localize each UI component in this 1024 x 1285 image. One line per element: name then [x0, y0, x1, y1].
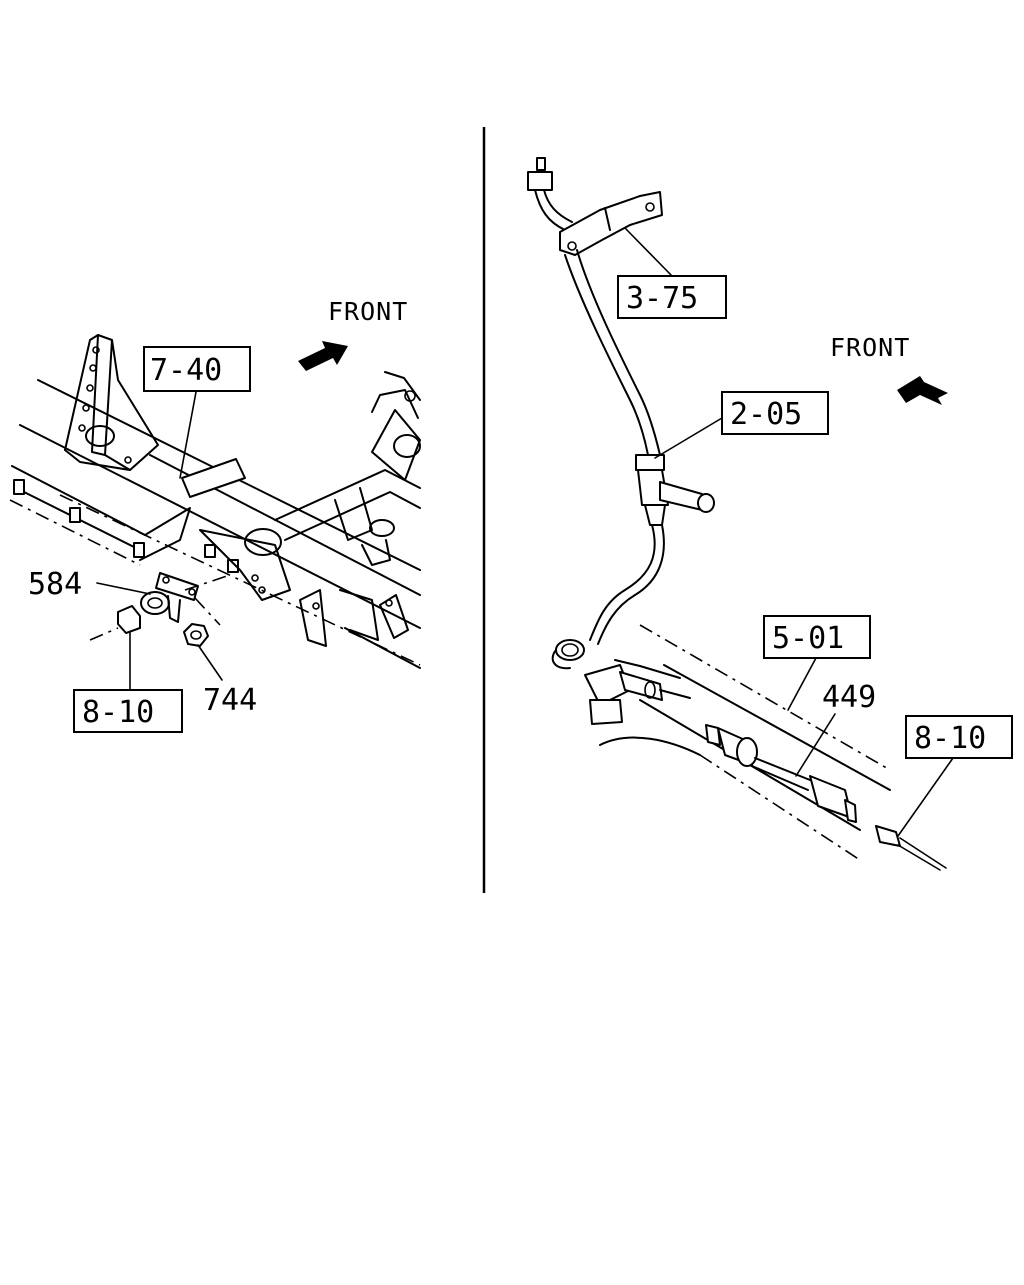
- callout-box-3-75: [617, 275, 727, 319]
- callout-2-05: 2-05: [730, 397, 802, 432]
- right-connector: [875, 825, 947, 871]
- callout-box-7-40: [143, 346, 251, 392]
- leader-2-05: [654, 417, 723, 459]
- leader-744: [197, 644, 223, 681]
- left-front-label: FRONT: [328, 297, 408, 326]
- leader-8-10-right: [897, 757, 954, 837]
- chassis-frame: [9, 334, 421, 669]
- part-584-clip: [140, 572, 231, 626]
- callout-box-8-10-left: [73, 689, 183, 733]
- right-front-arrow-icon: [897, 376, 948, 405]
- part-449-switch: [705, 724, 857, 823]
- right-panel: FRONT: [527, 157, 1013, 871]
- part-744-nut: [183, 623, 209, 647]
- leader-449: [795, 713, 836, 777]
- callout-449: 449: [822, 680, 876, 715]
- callout-box-5-01: [763, 615, 871, 659]
- left-front-arrow-icon: [298, 341, 348, 371]
- callout-744: 744: [203, 683, 257, 718]
- leader-3-75: [624, 227, 673, 277]
- callout-8-10-left: 8-10: [82, 695, 154, 730]
- brake-pipe-assembly: [527, 157, 715, 725]
- callout-7-40: 7-40: [150, 353, 222, 388]
- callout-box-8-10-right: [905, 715, 1013, 759]
- callout-box-2-05: [721, 391, 829, 435]
- callout-584: 584: [28, 567, 82, 602]
- leader-584: [96, 582, 151, 595]
- left-connector: [89, 605, 141, 641]
- leader-7-40: [179, 391, 197, 479]
- right-front-label: FRONT: [830, 333, 910, 362]
- callout-3-75: 3-75: [626, 281, 698, 316]
- callout-5-01: 5-01: [772, 621, 844, 656]
- leader-5-01: [787, 657, 817, 711]
- callout-8-10-right: 8-10: [914, 721, 986, 756]
- left-panel: FRONT: [9, 297, 421, 733]
